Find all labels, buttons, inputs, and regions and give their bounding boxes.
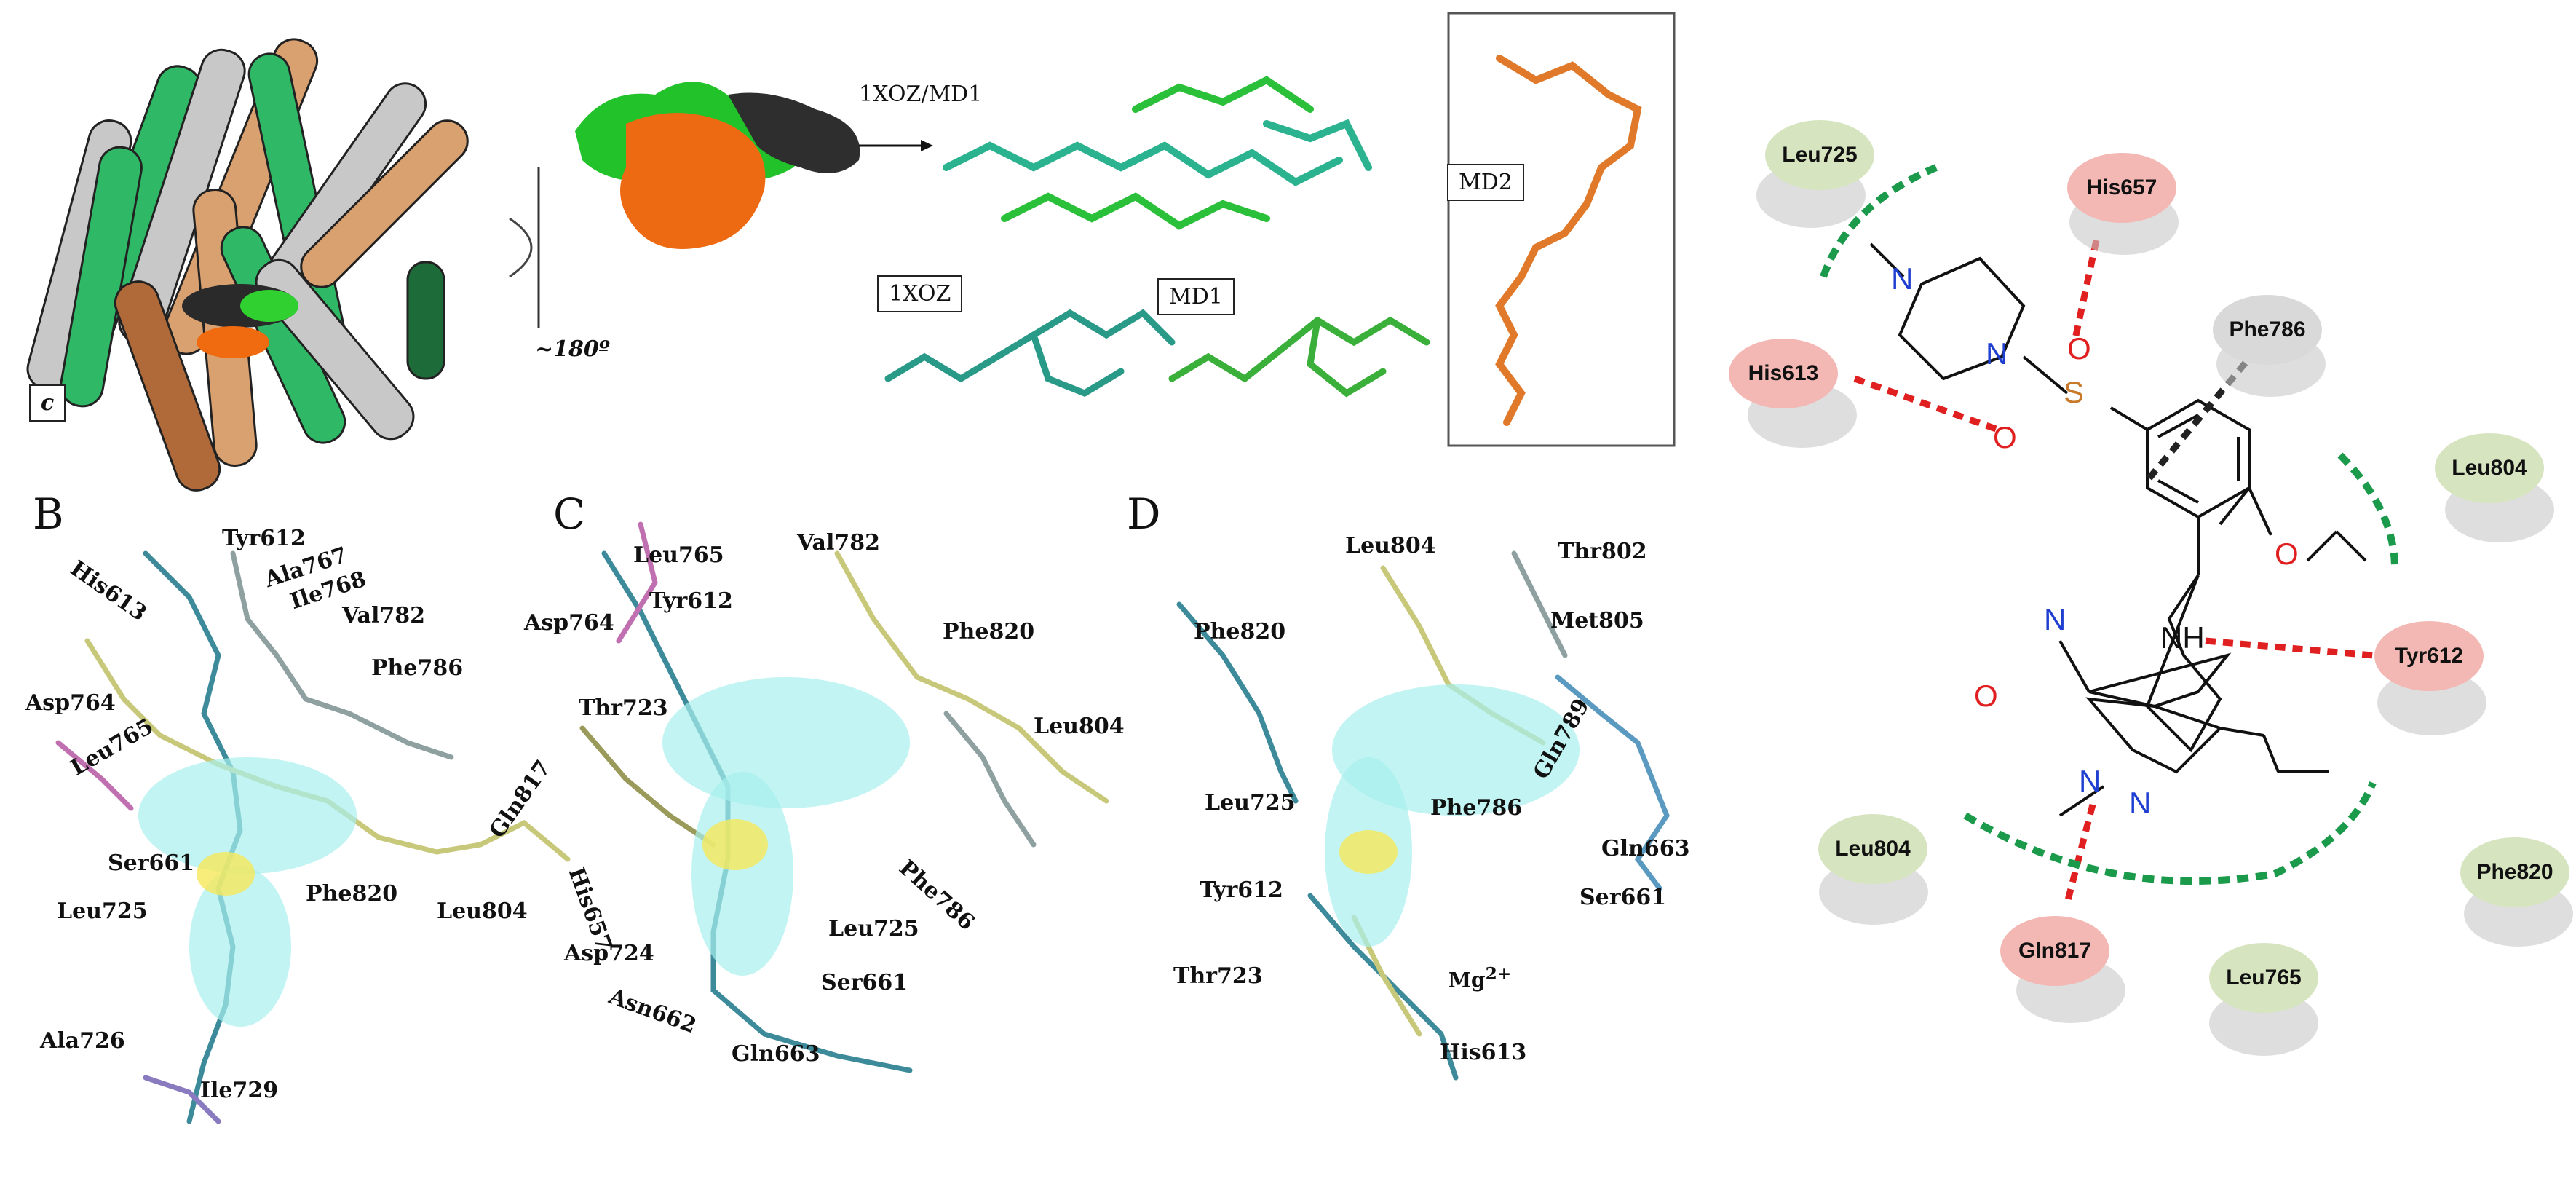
overlay-ligand-1xoz-md1 [943, 76, 1372, 230]
res-b-phe786: Phe786 [371, 655, 464, 681]
res-c-leu765: Leu765 [633, 542, 724, 568]
res-b-leu804: Leu804 [437, 899, 528, 924]
panel-b-structure [55, 550, 571, 1124]
panel-c-structure [579, 521, 1109, 1073]
tag-md2: MD2 [1447, 164, 1524, 201]
res-d-met805: Met805 [1550, 608, 1644, 634]
res-b-ser661: Ser661 [108, 850, 195, 876]
res-c-gln663: Gln663 [732, 1041, 820, 1067]
res-b-asp764: Asp764 [25, 690, 116, 716]
res-c-ser661: Ser661 [821, 970, 908, 995]
atom-s: S [2064, 375, 2085, 409]
inset-c-label: c [29, 384, 66, 422]
res-d-his613: His613 [1440, 1040, 1527, 1065]
res-c-leu725: Leu725 [828, 916, 919, 942]
res-b-phe820: Phe820 [306, 881, 398, 907]
res-d-phe820: Phe820 [1194, 619, 1286, 644]
bubble-tyr612: Tyr612 [2374, 621, 2484, 691]
res-b-leu725: Leu725 [57, 899, 148, 924]
bubble-phe786: Phe786 [2213, 295, 2322, 365]
ligand-1xoz-model [884, 309, 1176, 398]
bubble-phe820: Phe820 [2460, 837, 2569, 907]
panel-c-label: C [553, 489, 586, 539]
res-c-asp724: Asp724 [564, 941, 654, 966]
res-d-thr802: Thr802 [1558, 539, 1647, 564]
bubble-leu725: Leu725 [1765, 120, 1874, 190]
atom-nh: NH [2160, 620, 2205, 655]
res-d-gln663: Gln663 [1601, 836, 1690, 861]
panel-d-label: D [1127, 489, 1161, 539]
res-c-phe820: Phe820 [943, 619, 1035, 644]
bubble-his613: His613 [1729, 339, 1838, 408]
res-c-val782: Val782 [797, 530, 880, 556]
bubble-leu804-a: Leu804 [2435, 433, 2544, 503]
atom-o-keto: O [1974, 679, 1998, 713]
atom-o-sulfonyl-1: O [2067, 331, 2091, 366]
pi-interaction-line [2144, 347, 2259, 483]
res-b-val782: Val782 [342, 603, 425, 628]
res-d-tyr612: Tyr612 [1200, 877, 1283, 903]
atom-o-sulfonyl-2: O [1993, 420, 2017, 454]
res-d-mg: Mg2+ [1448, 963, 1512, 992]
tag-md1: MD1 [1157, 278, 1235, 315]
atom-n-piperazine-2: N [1986, 336, 2008, 371]
res-c-asp764: Asp764 [524, 610, 614, 636]
ligand-md1-model [1168, 316, 1430, 398]
panel-b-label: B [33, 489, 64, 539]
atom-o-ethoxy: O [2275, 537, 2299, 571]
md2-box [1447, 12, 1676, 447]
res-d-thr723: Thr723 [1173, 963, 1263, 989]
atom-n-pyrazole-1: N [2079, 764, 2101, 798]
atom-n-pyrazole-2: N [2129, 786, 2152, 820]
bubble-gln817: Gln817 [2000, 916, 2109, 986]
rotation-label: ~180º [535, 336, 610, 362]
bubble-leu804-b: Leu804 [1818, 814, 1927, 884]
tag-1xoz: 1XOZ [877, 275, 963, 312]
res-b-tyr612: Tyr612 [222, 526, 306, 551]
interaction-map-skeleton [1869, 242, 2367, 817]
bubble-shadows [1748, 162, 2573, 1056]
panel-d-structure [1176, 550, 1670, 1081]
ligand-surfaces [575, 82, 860, 249]
res-d-phe786: Phe786 [1430, 795, 1523, 821]
res-c-tyr612: Tyr612 [649, 588, 733, 614]
res-d-ser661: Ser661 [1580, 885, 1667, 910]
bubble-his657: His657 [2067, 153, 2176, 223]
atom-n-piperazine-1: N [1891, 261, 1914, 296]
hydrophobic-arcs [1820, 164, 2398, 885]
res-d-leu804: Leu804 [1345, 533, 1436, 558]
res-b-ile729: Ile729 [200, 1078, 279, 1103]
protein-cartoon [26, 29, 495, 510]
res-d-leu725: Leu725 [1205, 790, 1296, 816]
res-b-ala726: Ala726 [40, 1028, 125, 1054]
bubble-leu765: Leu765 [2209, 943, 2318, 1013]
rotation-arrow [509, 217, 533, 278]
res-c-leu804: Leu804 [1034, 714, 1125, 739]
hbond-lines [1853, 240, 2374, 904]
arrow-label-1xoz-md1: 1XOZ/MD1 [859, 82, 983, 107]
atom-n-pyrimidine: N [2044, 602, 2066, 636]
ligand-md2-model [1495, 55, 1642, 426]
res-c-thr723: Thr723 [579, 695, 668, 721]
